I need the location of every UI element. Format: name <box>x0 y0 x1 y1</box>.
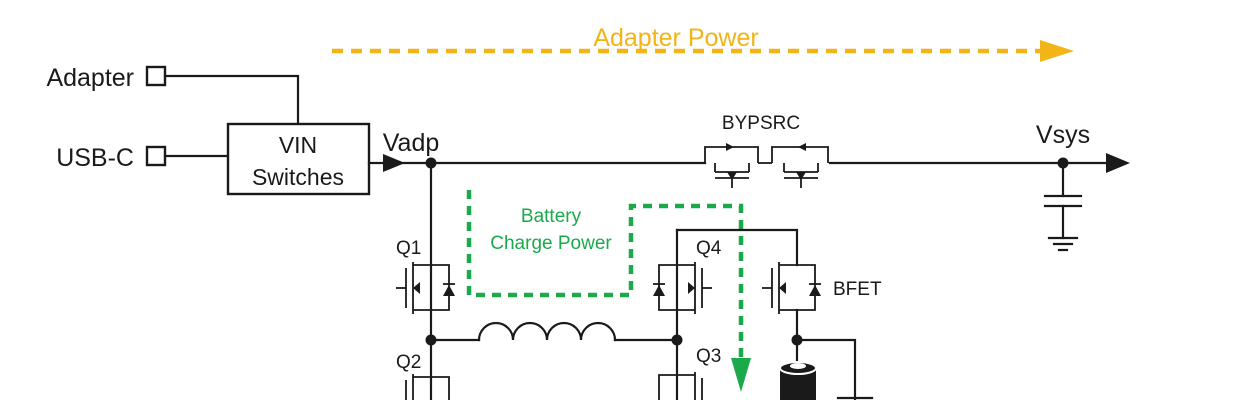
sys-to-bfet-wire <box>675 228 799 267</box>
adapter-label: Adapter <box>46 64 134 92</box>
q4-mosfet <box>653 262 712 314</box>
ground-symbol <box>1047 236 1079 252</box>
vsys-capacitor <box>1043 161 1083 240</box>
bypsrc-label: BYPSRC <box>722 113 800 134</box>
usbc-label: USB-C <box>56 144 134 172</box>
q1-label: Q1 <box>396 238 421 259</box>
adapter-power-label: Adapter Power <box>593 24 758 52</box>
bfet-label: BFET <box>833 279 882 300</box>
q4-label: Q4 <box>696 238 722 259</box>
vadp-label: Vadp <box>383 129 440 157</box>
q3-mosfet <box>658 372 703 400</box>
vin-switches-box <box>226 122 371 196</box>
battery-charge-line1: Battery <box>521 206 582 227</box>
bypsrc-fet-pair <box>704 143 829 188</box>
usbc-terminal <box>145 145 167 167</box>
vin-switches-line1: VIN <box>279 132 317 158</box>
battery-sense-wire <box>795 338 857 400</box>
vsys-label: Vsys <box>1036 121 1090 149</box>
q2-mosfet <box>405 374 450 400</box>
q3-label: Q3 <box>696 346 721 367</box>
adapter-power-flow-arrow <box>332 40 1074 62</box>
inductor <box>429 321 679 342</box>
adapter-terminal <box>145 65 167 87</box>
bfet-mosfet <box>762 262 821 314</box>
vin-switches-line2: Switches <box>252 164 344 190</box>
input-wires <box>163 74 300 158</box>
battery-charge-flow-arrow <box>466 190 751 392</box>
battery-charge-line2: Charge Power <box>490 233 612 254</box>
q2-label: Q2 <box>396 352 421 373</box>
battery-icon <box>779 361 817 400</box>
q1-mosfet <box>396 262 455 314</box>
